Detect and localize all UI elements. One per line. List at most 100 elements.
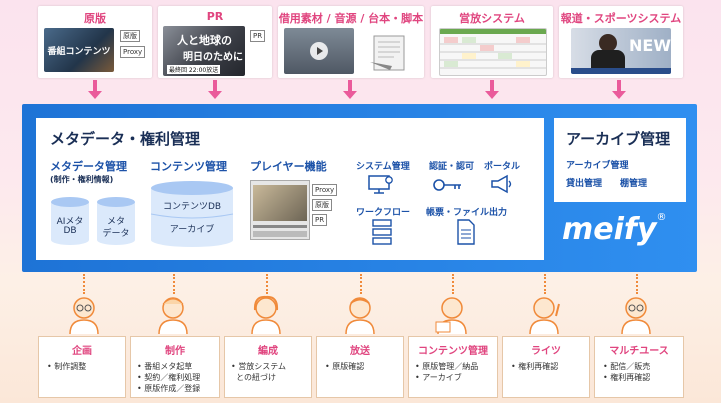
video-thumbnail [284, 28, 354, 74]
play-icon [310, 42, 328, 60]
source-pr: PR 人と地球の 明日のために 最終回 22:00放送 PR [158, 6, 272, 78]
workflow-label: ワークフロー [356, 208, 411, 218]
connector [173, 274, 177, 294]
key-icon [433, 177, 463, 193]
role-item: • 原版確認 [325, 362, 365, 371]
arrow-down [88, 91, 102, 99]
role-item: • アーカイブ [415, 373, 462, 382]
role-item: • 原版管理／納品 [415, 362, 479, 371]
player-tag-pr: PR [312, 214, 328, 226]
connector [544, 274, 548, 294]
role-item: • 契約／権利処理 [137, 373, 201, 382]
source-news-sports-system: 報道・スポーツシステム NEW [559, 6, 683, 78]
player-tag-proxy: Proxy [312, 184, 338, 196]
newscaster-thumbnail: NEW [571, 28, 671, 74]
db-label: コンテンツDB [162, 202, 222, 212]
role-content-mgmt: コンテンツ管理 • 原版管理／納品 • アーカイブ [408, 336, 498, 398]
archive-item: 貸出管理 [566, 179, 603, 189]
role-item: • 原版作成／登録 [137, 384, 201, 393]
role-item: • 番組メタ起草 [137, 362, 193, 371]
tag-original: 原版 [120, 30, 140, 42]
source-title: PR [206, 10, 224, 23]
content-mgmt-heading: コンテンツ管理 [150, 160, 227, 173]
role-title: コンテンツ管理 [418, 346, 488, 357]
metadata-rights-panel: メタデータ・権利管理 メタデータ管理 (制作・権利情報) AIメタ DB メタ … [36, 118, 544, 260]
source-title: 営放システム [459, 12, 525, 25]
role-title: 編成 [258, 346, 278, 357]
role-multiuse: マルチユース • 配信／販売 • 権利再確認 [594, 336, 684, 398]
person-multiuse-icon [618, 294, 654, 335]
script-document-icon [364, 32, 414, 72]
anchor-figure [599, 34, 617, 52]
arrow-down [213, 80, 217, 92]
player-tag-original: 原版 [312, 199, 332, 211]
news-backdrop-text: NEW [629, 36, 671, 55]
connector [360, 274, 364, 294]
role-item: • 権利再確認 [511, 362, 559, 371]
portal-label: ポータル [484, 162, 521, 172]
arrow-down [490, 80, 494, 92]
role-title: 企画 [72, 346, 92, 357]
system-mgmt-label: システム管理 [356, 162, 410, 172]
role-title: 放送 [350, 346, 370, 357]
document-icon [456, 219, 476, 245]
person-scheduling-icon [248, 294, 284, 335]
db-label: DB [63, 226, 77, 236]
panel-title: メタデータ・権利管理 [50, 130, 201, 148]
arrow-down [485, 91, 499, 99]
db-label: メタ [106, 217, 125, 227]
arrow-down [208, 91, 222, 99]
source-original: 原版 番組コンテンツ 原版 Proxy [38, 6, 152, 78]
logo-registered-mark: ® [656, 212, 667, 223]
auth-label: 認証・認可 [429, 162, 475, 172]
role-title: 制作 [165, 346, 185, 357]
ai-meta-db-cylinder: AIメタ DB [50, 196, 90, 246]
pr-headline-1: 人と地球の [177, 34, 232, 47]
db-label: AIメタ [56, 217, 84, 227]
role-broadcast: 放送 • 原版確認 [316, 336, 404, 398]
content-thumbnail: 番組コンテンツ [44, 28, 114, 72]
news-ticker [571, 68, 671, 74]
pr-headline-2: 明日のために [183, 52, 243, 63]
person-content-mgmt-icon [434, 294, 470, 335]
role-title: マルチユース [609, 346, 669, 357]
archive-item: 棚管理 [620, 179, 648, 189]
pr-airtime-bar: 最終回 22:00放送 [167, 65, 221, 74]
role-scheduling: 編成 • 営放システム との紐づけ [224, 336, 312, 398]
source-title: 借用素材 / 音源 / 台本・脚本 [278, 12, 424, 25]
thumb-caption: 番組コンテンツ [47, 47, 111, 57]
metadata-mgmt-heading: メタデータ管理 [50, 160, 127, 173]
source-broadcast-system: 営放システム [431, 6, 553, 78]
db-label: アーカイブ [169, 225, 215, 235]
logo-wordmark: meify [562, 212, 657, 247]
form-output-label: 帳票・ファイル出力 [426, 208, 508, 218]
role-production: 制作 • 番組メタ起草 • 契約／権利処理 • 原版作成／登録 [130, 336, 220, 398]
monitor-settings-icon [368, 175, 394, 195]
metadata-mgmt-subheading: (制作・権利情報) [50, 175, 114, 184]
source-title: 報道・スポーツシステム [560, 12, 682, 25]
megaphone-icon [490, 174, 514, 194]
connector [636, 274, 640, 294]
connector [83, 274, 87, 294]
source-borrowed-material: 借用素材 / 音源 / 台本・脚本 [278, 6, 424, 78]
archive-panel: アーカイブ管理 アーカイブ管理 貸出管理 棚管理 [554, 118, 686, 202]
role-item: • 営放システム [231, 362, 287, 371]
pr-thumbnail: 人と地球の 明日のために 最終回 22:00放送 [163, 26, 245, 76]
player-screenshot [250, 180, 310, 240]
player-heading: プレイヤー機能 [250, 160, 327, 173]
metadata-db-cylinder: メタ データ [96, 196, 136, 246]
source-title: 原版 [84, 12, 106, 25]
person-production-icon [155, 294, 191, 335]
role-item: • 権利再確認 [603, 373, 651, 382]
connector [266, 274, 270, 294]
tag-proxy: Proxy [120, 46, 146, 58]
tag-pr: PR [250, 30, 266, 42]
arrow-down [612, 91, 626, 99]
connector [452, 274, 456, 294]
schedule-grid-thumbnail [439, 28, 547, 76]
workflow-icon [371, 219, 393, 245]
meify-logo: meify® [562, 212, 686, 252]
role-item: との紐づけ [231, 373, 277, 382]
arrow-down [93, 80, 97, 92]
archive-item: アーカイブ管理 [566, 161, 629, 171]
